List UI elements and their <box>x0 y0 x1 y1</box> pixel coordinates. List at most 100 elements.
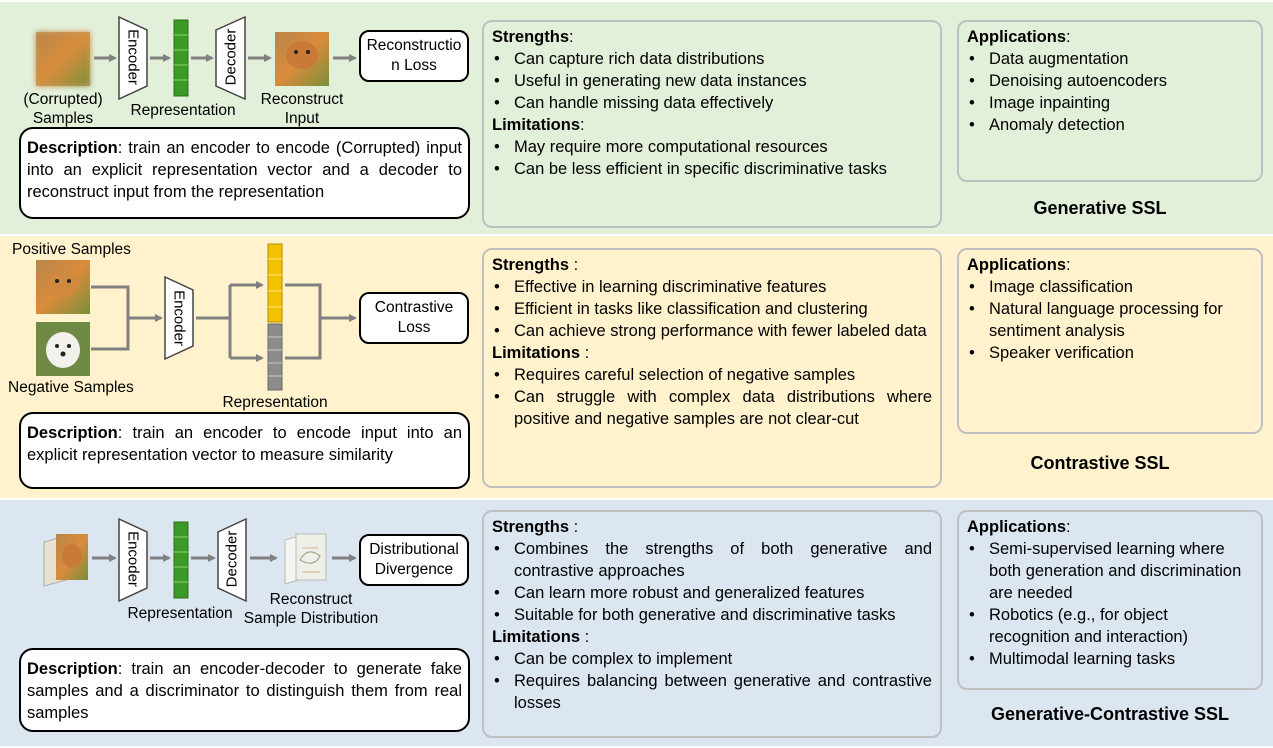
con-limitations-heading: Limitations <box>492 344 581 362</box>
gen-encoder-text: Encoder <box>124 29 142 85</box>
con-limitations-list: Requires careful selection of negative s… <box>492 364 932 430</box>
gen-limitations-list: May require more computational resources… <box>492 136 932 180</box>
list-item: Can achieve strong performance with fewe… <box>492 320 932 342</box>
gen-description-label: Description <box>27 139 118 157</box>
gen-applications-panel: Applications: Data augmentation Denoisin… <box>957 20 1263 182</box>
con-encoder-text: Encoder <box>170 290 188 346</box>
con-representation-label: Representation <box>222 394 328 411</box>
gen-strengths-heading: Strengths <box>492 28 570 46</box>
gc-limitations-list: Can be complex to implement Requires bal… <box>492 648 932 714</box>
gen-reconstruct-label: Reconstruct Input <box>260 91 344 127</box>
list-item: Effective in learning discriminative fea… <box>492 276 932 298</box>
con-description-box: Description: train an encoder to encode … <box>19 412 470 489</box>
gc-encoder-label: Encoder <box>119 531 147 587</box>
gc-representation-label: Representation <box>127 605 233 622</box>
list-item: Natural language processing for sentimen… <box>967 298 1253 342</box>
gc-reconstructed-distribution-image <box>284 533 327 585</box>
list-item: Efficient in tasks like classification a… <box>492 298 932 320</box>
list-item: Requires balancing between generative an… <box>492 670 932 714</box>
list-item: Can capture rich data distributions <box>492 48 932 70</box>
gc-applications-heading: Applications <box>967 518 1067 536</box>
gen-samples-label: (Corrupted) Samples <box>23 91 103 127</box>
con-negative-image <box>36 322 90 376</box>
list-item: Data augmentation <box>967 48 1253 70</box>
list-item: May require more computational resources <box>492 136 932 158</box>
list-item: Denoising autoencoders <box>967 70 1253 92</box>
con-applications-panel: Applications: Image classification Natur… <box>957 248 1263 434</box>
gc-applications-list: Semi-supervised learning where both gene… <box>967 538 1253 670</box>
list-item: Semi-supervised learning where both gene… <box>967 538 1253 604</box>
con-strengths-list: Effective in learning discriminative fea… <box>492 276 932 342</box>
con-negative-label: Negative Samples <box>8 379 134 396</box>
con-applications-heading: Applications <box>967 256 1067 274</box>
gen-decoder-shape <box>215 15 246 101</box>
list-item: Image inpainting <box>967 92 1253 114</box>
gen-description-text: : train an encoder to encode (Corrupted)… <box>27 139 462 201</box>
gen-encoder-label: Encoder <box>119 29 147 85</box>
con-branch-connectors <box>196 285 232 358</box>
gen-representation-vector <box>173 19 189 97</box>
gc-applications-panel: Applications: Semi-supervised learning w… <box>957 510 1263 690</box>
list-item: Image classification <box>967 276 1253 298</box>
con-positive-label: Positive Samples <box>12 241 131 258</box>
con-input-connectors <box>91 285 130 351</box>
gc-strengths-limitations-panel: Strengths : Combines the strengths of bo… <box>482 510 942 738</box>
gc-description-label: Description <box>27 660 118 678</box>
list-item: Can learn more robust and generalized fe… <box>492 582 932 604</box>
gc-divergence-box: Distributional Divergence <box>359 534 469 586</box>
list-item: Combines the strengths of both generativ… <box>492 538 932 582</box>
gen-applications-list: Data augmentation Denoising autoencoders… <box>967 48 1253 136</box>
list-item: Can be less efficient in specific discri… <box>492 158 932 180</box>
con-strengths-limitations-panel: Strengths : Effective in learning discri… <box>482 248 942 488</box>
list-item: Requires careful selection of negative s… <box>492 364 932 386</box>
gc-strengths-heading: Strengths <box>492 518 570 536</box>
con-positive-image <box>36 260 90 314</box>
gen-encoder-shape <box>118 15 148 101</box>
con-representation-gray <box>267 323 283 391</box>
list-item: Can struggle with complex data distribut… <box>492 386 932 430</box>
gc-representation-vector <box>173 521 189 599</box>
con-section-title: Contrastive SSL <box>1030 453 1170 473</box>
con-applications-list: Image classification Natural language pr… <box>967 276 1253 364</box>
gen-description-box: Description: train an encoder to encode … <box>19 127 470 219</box>
gc-description-text: : train an encoder-decoder to generate f… <box>27 660 462 722</box>
gc-strengths-list: Combines the strengths of both generativ… <box>492 538 932 626</box>
con-description-text: : train an encoder to encode input into … <box>27 424 462 464</box>
gen-strengths-list: Can capture rich data distributions Usef… <box>492 48 932 114</box>
con-contrastive-loss-box: Contrastive Loss <box>359 292 469 344</box>
gc-section-title: Generative-Contrastive SSL <box>990 704 1230 724</box>
gen-decoder-label: Decoder <box>216 29 245 86</box>
list-item: Suitable for both generative and discrim… <box>492 604 932 626</box>
list-item: Multimodal learning tasks <box>967 648 1253 670</box>
list-item: Can be complex to implement <box>492 648 932 670</box>
con-representation-yellow <box>267 243 283 323</box>
gc-decoder-text: Decoder <box>223 530 241 588</box>
list-item: Useful in generating new data instances <box>492 70 932 92</box>
gc-description-box: Description: train an encoder-decoder to… <box>19 648 470 732</box>
gc-encoder-shape <box>118 517 148 603</box>
con-encoder-shape <box>164 275 194 361</box>
gen-limitations-heading: Limitations <box>492 116 581 134</box>
gen-corrupted-sample-image <box>36 32 90 86</box>
gc-encoder-text: Encoder <box>124 531 142 587</box>
list-item: Anomaly detection <box>967 114 1253 136</box>
gen-decoder-text: Decoder <box>222 28 239 86</box>
gen-reconstructed-image <box>275 32 329 86</box>
gc-sample-image <box>43 534 88 587</box>
list-item: Robotics (e.g., for object recognition a… <box>967 604 1253 648</box>
gen-reconstruction-loss-box: Reconstructio n Loss <box>359 30 469 82</box>
con-merge-connectors <box>285 283 322 360</box>
gc-decoder-label: Decoder <box>218 531 246 588</box>
gen-strengths-limitations-panel: Strengths: Can capture rich data distrib… <box>482 20 942 228</box>
list-item: Can handle missing data effectively <box>492 92 932 114</box>
gen-applications-heading: Applications <box>967 28 1067 46</box>
gen-representation-label: Representation <box>130 102 236 119</box>
con-encoder-label: Encoder <box>165 290 193 346</box>
con-strengths-heading: Strengths <box>492 256 570 274</box>
con-description-label: Description <box>27 424 118 442</box>
list-item: Speaker verification <box>967 342 1253 364</box>
gen-section-title: Generative SSL <box>1033 198 1167 218</box>
gc-decoder-shape <box>217 517 247 603</box>
gc-reconstruct-label: Reconstruct Sample Distribution <box>243 591 379 627</box>
